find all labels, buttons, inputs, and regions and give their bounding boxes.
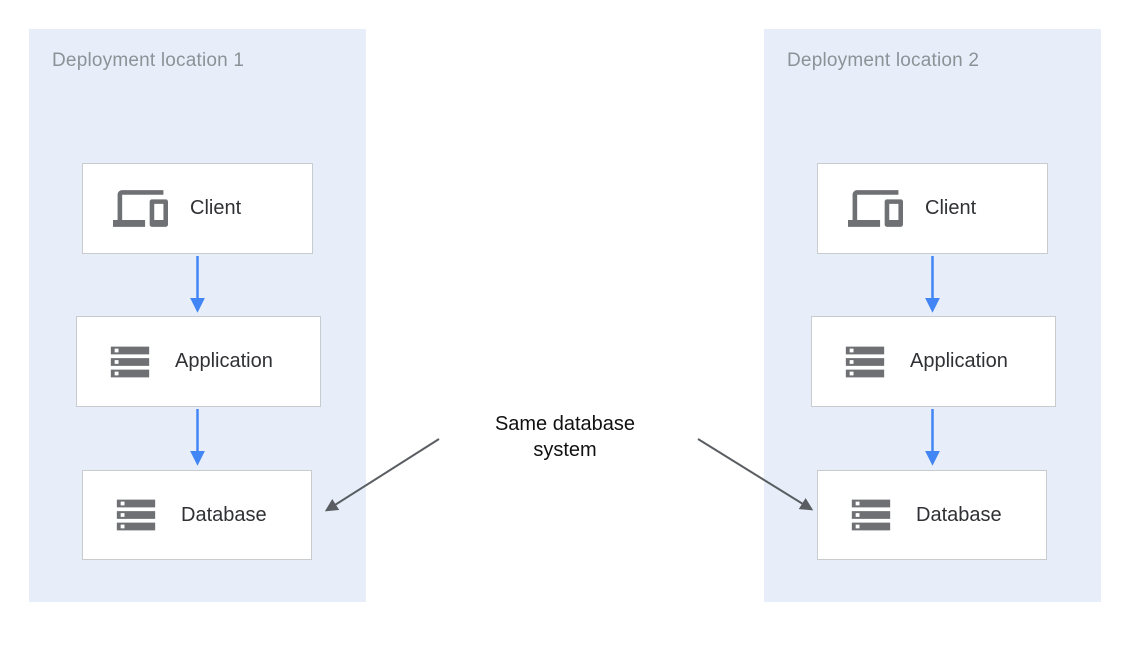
node-label: Client	[190, 197, 242, 219]
application-node: Application	[76, 316, 321, 407]
deployment-location-2-panel: Deployment location 2 Client Application	[764, 29, 1101, 602]
node-label: Client	[925, 197, 977, 219]
client-node: Client	[817, 163, 1048, 254]
storage-icon	[842, 339, 888, 385]
same-database-system-label: Same database system	[494, 413, 636, 461]
panel-title: Deployment location 2	[787, 50, 980, 71]
application-node: Application	[811, 316, 1056, 407]
panel-title: Deployment location 1	[52, 50, 245, 71]
node-label: Database	[181, 503, 267, 526]
database-node: Database	[817, 470, 1047, 560]
node-label: Application	[175, 350, 273, 372]
storage-icon	[113, 492, 159, 538]
devices-icon	[113, 181, 168, 236]
deployment-location-1-panel: Deployment location 1 Client Application	[29, 29, 366, 602]
storage-icon	[848, 492, 894, 538]
devices-icon	[848, 181, 903, 236]
node-label: Database	[916, 503, 1002, 526]
client-node: Client	[82, 163, 313, 254]
node-label: Application	[910, 350, 1008, 372]
database-node: Database	[82, 470, 312, 560]
storage-icon	[107, 339, 153, 385]
